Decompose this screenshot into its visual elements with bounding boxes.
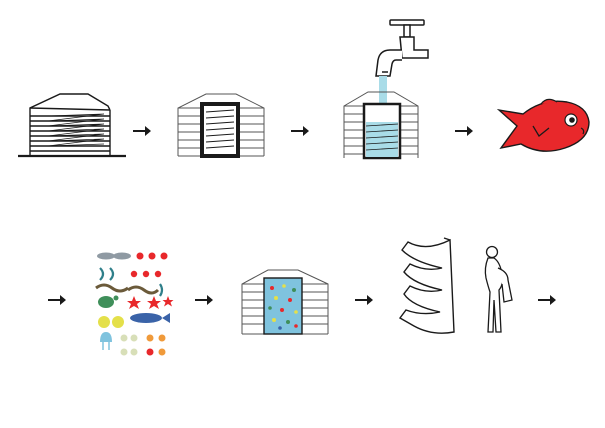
flow-arrow <box>538 293 556 307</box>
red-fish-step <box>497 98 593 158</box>
flow-arrow <box>455 124 473 138</box>
flow-arrow <box>355 293 373 307</box>
flow-arrow <box>195 293 213 307</box>
marine-species-chart <box>92 246 174 366</box>
flow-arrow <box>133 124 151 138</box>
spiral-ramp-step <box>392 236 466 338</box>
aquarium-building-step <box>236 258 336 338</box>
visitor-silhouette <box>478 244 518 336</box>
flow-arrow <box>48 293 66 307</box>
building-section-step <box>18 86 126 162</box>
building-core-frame-step <box>174 86 270 162</box>
flow-arrow <box>291 124 309 138</box>
tap-filling-tank-step <box>330 18 438 164</box>
